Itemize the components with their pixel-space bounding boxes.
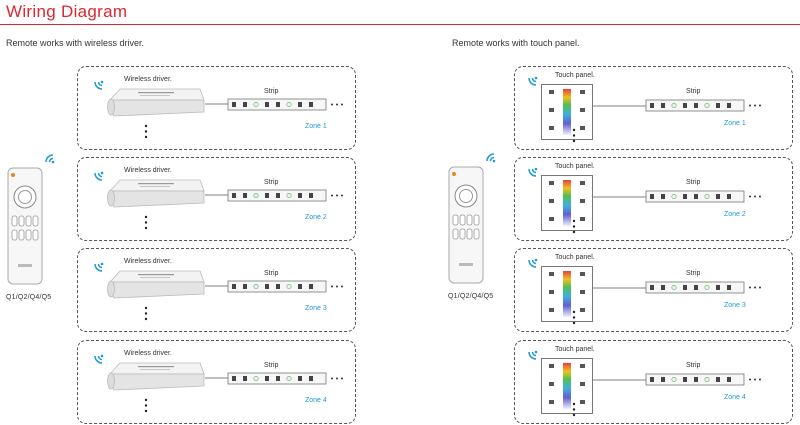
- driver-icon: [107, 362, 205, 391]
- touch-panel-icon: [541, 84, 593, 140]
- more-dots-icon: [144, 124, 148, 139]
- strip-label: Strip: [686, 362, 701, 369]
- device-label: Wireless driver.: [124, 167, 172, 174]
- driver-icon: [107, 270, 205, 299]
- title-rule: [0, 24, 800, 25]
- wifi-icon: [94, 354, 104, 364]
- strip-label: Strip: [264, 362, 279, 369]
- led-strip-icon: [645, 190, 761, 203]
- wifi-icon: [45, 154, 55, 164]
- more-dots-icon: [572, 310, 576, 325]
- led-strip-icon: [227, 98, 343, 111]
- more-dots-icon: [572, 128, 576, 143]
- zone-label: Zone 4: [305, 397, 327, 404]
- wire-line: [205, 377, 228, 379]
- zone-box: [77, 157, 356, 241]
- driver-icon: [107, 179, 205, 208]
- wire-line: [205, 285, 228, 287]
- wifi-icon: [528, 76, 538, 86]
- strip-label: Strip: [264, 270, 279, 277]
- wifi-icon: [94, 171, 104, 181]
- more-dots-icon: [144, 215, 148, 230]
- strip-label: Strip: [686, 179, 701, 186]
- remote-model-label: Q1/Q2/Q4/Q5: [6, 294, 52, 301]
- right-subtitle: Remote works with touch panel.: [452, 38, 580, 48]
- zone-label: Zone 1: [305, 123, 327, 130]
- zone-box: [77, 66, 356, 150]
- more-dots-icon: [572, 402, 576, 417]
- device-label: Wireless driver.: [124, 350, 172, 357]
- left-subtitle: Remote works with wireless driver.: [6, 38, 145, 48]
- wire-line: [593, 287, 646, 289]
- wire-line: [593, 196, 646, 198]
- wifi-icon: [528, 350, 538, 360]
- device-label: Wireless driver.: [124, 258, 172, 265]
- touch-panel-icon: [541, 266, 593, 322]
- remote-icon: [448, 166, 484, 284]
- led-strip-icon: [227, 189, 343, 202]
- device-label: Touch panel.: [555, 163, 595, 170]
- wifi-icon: [94, 262, 104, 272]
- zone-box: [514, 340, 793, 424]
- strip-label: Strip: [686, 270, 701, 277]
- strip-label: Strip: [686, 88, 701, 95]
- page-title: Wiring Diagram: [6, 2, 128, 21]
- wifi-icon: [486, 153, 496, 163]
- wire-line: [593, 105, 646, 107]
- more-dots-icon: [144, 398, 148, 413]
- led-strip-icon: [227, 280, 343, 293]
- remote-icon: [7, 167, 43, 285]
- device-label: Touch panel.: [555, 72, 595, 79]
- touch-panel-icon: [541, 175, 593, 231]
- wifi-icon: [528, 258, 538, 268]
- wifi-icon: [94, 80, 104, 90]
- zone-label: Zone 1: [724, 120, 746, 127]
- zone-box: [514, 157, 793, 241]
- led-strip-icon: [645, 99, 761, 112]
- zone-box: [77, 340, 356, 424]
- more-dots-icon: [572, 219, 576, 234]
- wire-line: [205, 194, 228, 196]
- more-dots-icon: [144, 306, 148, 321]
- zone-label: Zone 3: [305, 305, 327, 312]
- wifi-icon: [528, 167, 538, 177]
- zone-label: Zone 2: [305, 214, 327, 221]
- zone-label: Zone 2: [724, 211, 746, 218]
- device-label: Touch panel.: [555, 254, 595, 261]
- wire-line: [205, 103, 228, 105]
- strip-label: Strip: [264, 88, 279, 95]
- wire-line: [593, 379, 646, 381]
- remote-model-label: Q1/Q2/Q4/Q5: [448, 293, 494, 300]
- driver-icon: [107, 88, 205, 117]
- strip-label: Strip: [264, 179, 279, 186]
- zone-box: [514, 66, 793, 150]
- led-strip-icon: [227, 372, 343, 385]
- zone-box: [77, 248, 356, 332]
- zone-label: Zone 3: [724, 302, 746, 309]
- zone-label: Zone 4: [724, 394, 746, 401]
- led-strip-icon: [645, 373, 761, 386]
- led-strip-icon: [645, 281, 761, 294]
- zone-box: [514, 248, 793, 332]
- device-label: Wireless driver.: [124, 76, 172, 83]
- device-label: Touch panel.: [555, 346, 595, 353]
- touch-panel-icon: [541, 358, 593, 414]
